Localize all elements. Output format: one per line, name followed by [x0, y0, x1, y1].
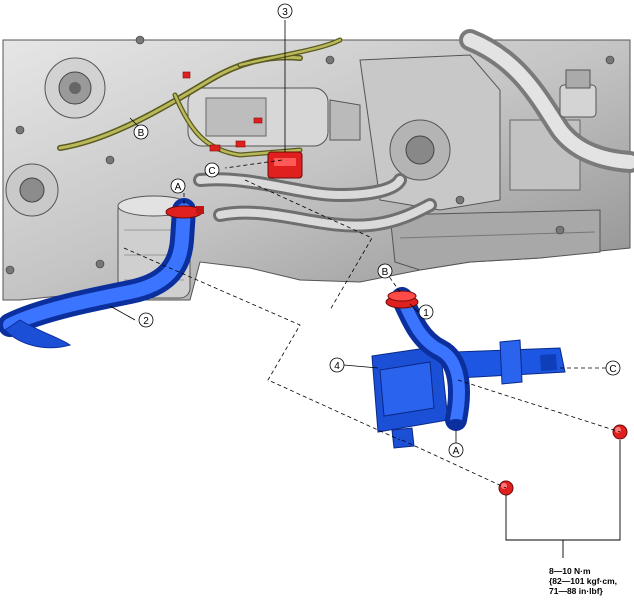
torque-spec-line-3: 71—88 in·lbf} — [549, 586, 603, 596]
alternator — [44, 57, 106, 119]
svg-text:B: B — [138, 128, 145, 139]
svg-text:4: 4 — [334, 361, 340, 372]
callout-part-3: 3 — [277, 3, 293, 19]
callout-part-2: 2 — [138, 312, 154, 328]
torque-spec: 8—10 N·m {82—101 kgf·cm, 71—88 in·lbf} — [549, 566, 633, 596]
dashed-leader-lines — [123, 159, 621, 489]
part-2-hose — [0, 198, 196, 349]
callout-part-4: 4 — [329, 357, 345, 373]
callout-ref-a-top: A — [170, 178, 186, 194]
part-leader-lines — [109, 20, 457, 444]
pulley — [5, 163, 59, 217]
bolt-lower — [498, 480, 514, 496]
part-3-connector — [267, 151, 303, 179]
callout-ref-c-top: C — [204, 162, 220, 178]
torque-bracket — [505, 440, 621, 558]
callout-ref-b-top: B — [133, 124, 149, 140]
svg-text:C: C — [609, 364, 616, 375]
svg-text:C: C — [208, 166, 215, 177]
engine-assembly — [2, 29, 634, 301]
callout-part-1: 1 — [418, 304, 434, 320]
harness-red-clips — [182, 71, 263, 152]
torque-spec-line-2: {82—101 kgf·cm, — [549, 576, 618, 586]
clamp-a-top — [165, 205, 204, 219]
svg-text:B: B — [382, 267, 389, 278]
starter-motor — [187, 87, 361, 147]
svg-text:1: 1 — [423, 308, 429, 319]
svg-text:A: A — [175, 182, 182, 193]
callout-ref-b-bottom: B — [377, 263, 393, 279]
svg-text:A: A — [453, 446, 460, 457]
callout-ref-a-bottom: A — [448, 442, 464, 458]
sensor-housing — [559, 69, 597, 118]
wiring-harness — [57, 37, 343, 158]
part-1-clamp — [385, 290, 419, 309]
callout-ref-c-bottom: C — [605, 360, 621, 376]
svg-text:3: 3 — [282, 7, 288, 18]
svg-text:2: 2 — [143, 316, 149, 327]
part-4-bracket-assembly — [371, 287, 566, 449]
torque-spec-line-1: 8—10 N·m — [549, 566, 591, 576]
